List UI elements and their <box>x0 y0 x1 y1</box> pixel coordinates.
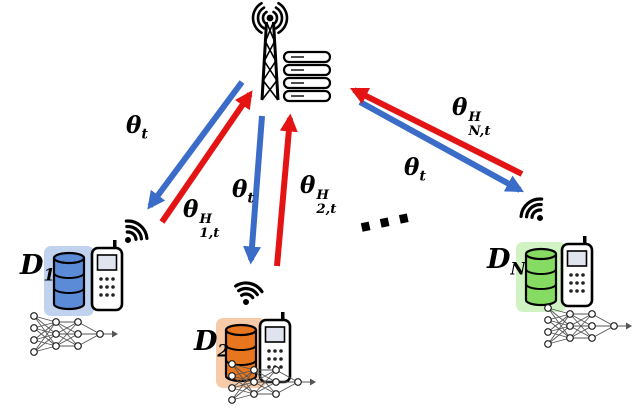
downlink-arrow-2 <box>243 115 265 265</box>
device-2-label: D2 <box>194 326 229 360</box>
wifi-icon <box>230 279 265 310</box>
theta-symbol: θ <box>452 94 468 121</box>
subscript: t <box>141 126 148 143</box>
subscript: t <box>419 168 426 185</box>
superscript: H <box>199 210 212 227</box>
subscript: 1,t <box>199 224 220 241</box>
subscript: t <box>247 190 254 207</box>
downlink-label-2: θt <box>232 176 254 207</box>
device-2-group <box>214 279 317 404</box>
device-letter: D <box>487 244 511 275</box>
server-rack-icon <box>282 50 332 103</box>
uplink-arrow-2 <box>274 113 298 267</box>
device-n-label: DN <box>487 244 526 278</box>
uplink-arrow-1 <box>159 90 253 224</box>
neural-network-icon <box>544 304 633 348</box>
device-subscript: 1 <box>43 264 56 285</box>
device-1-group <box>30 215 153 356</box>
neural-network-icon <box>30 312 119 356</box>
device-1-label: D1 <box>20 250 55 284</box>
device-subscript: N <box>510 258 526 279</box>
antenna-waves-icon <box>251 1 289 35</box>
superscript: H <box>316 186 329 203</box>
theta-symbol: θ <box>232 176 248 203</box>
device-n-group <box>514 193 633 348</box>
theta-symbol: θ <box>404 154 420 181</box>
downlink-arrow-1 <box>147 80 245 210</box>
base-station-icon <box>251 1 332 103</box>
downlink-arrow-3 <box>358 99 524 193</box>
device-letter: D <box>194 326 218 357</box>
subscript: N,t <box>468 122 491 139</box>
downlink-label-1: θt <box>126 112 148 143</box>
subscript: 2,t <box>316 200 337 217</box>
device-subscript: 2 <box>217 340 230 361</box>
wifi-icon <box>114 215 153 253</box>
theta-symbol: θ <box>183 196 199 223</box>
theta-symbol: θ <box>126 112 142 139</box>
antenna-tip-icon <box>266 14 274 22</box>
wifi-icon <box>515 193 554 231</box>
phone-icon <box>90 238 124 312</box>
antenna-mast-icon <box>260 21 280 101</box>
downlink-label-3: θt <box>404 154 426 185</box>
device-letter: D <box>20 250 44 281</box>
theta-symbol: θ <box>300 172 316 199</box>
phone-icon <box>560 234 594 308</box>
uplink-arrow-3 <box>349 87 524 177</box>
superscript: H <box>468 108 481 125</box>
